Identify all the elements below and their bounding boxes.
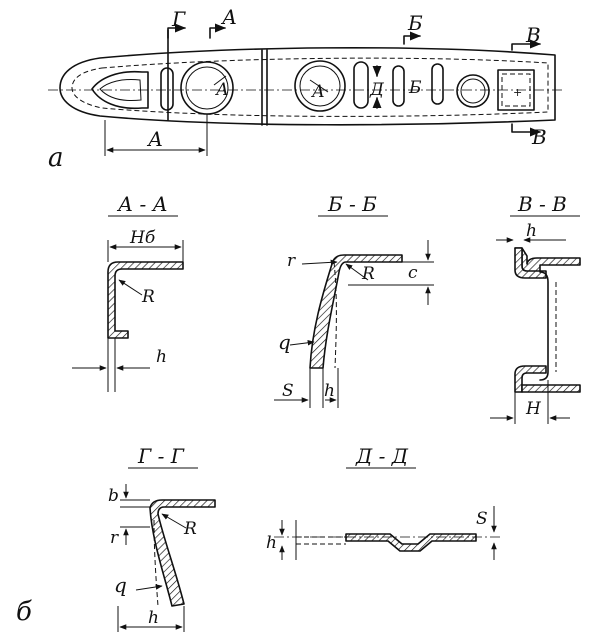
cut-label-g: Г <box>171 7 186 31</box>
section-aa: А - А Нб R h <box>72 192 184 392</box>
section-gg-h: h <box>148 608 159 628</box>
section-gg-r: r <box>110 528 119 548</box>
cut-label-a: А <box>220 5 237 29</box>
section-bb-q: q <box>278 330 291 354</box>
section-vv: В - В h H <box>490 192 581 424</box>
section-vv-H: H <box>525 399 542 419</box>
section-gg-q: q <box>114 573 127 597</box>
cut-label-v-bottom: В <box>531 125 547 149</box>
section-dd-h: h <box>266 533 277 553</box>
rib-plan-view: + Г А Б В В А А Д Б А а <box>48 5 565 173</box>
section-bb-s: S <box>282 381 294 401</box>
slot <box>160 67 174 111</box>
section-gg: Г - Г b r R q h <box>108 444 216 632</box>
section-gg-radius: R <box>183 519 197 539</box>
section-dd-s: S <box>476 509 488 529</box>
hole-label-d: Д <box>369 80 385 100</box>
part-label-a: а <box>48 143 64 173</box>
section-vv-h: h <box>526 221 537 241</box>
section-bb-radius: R <box>361 264 375 284</box>
section-bb-c: c <box>408 263 418 283</box>
rib-outline <box>59 46 556 126</box>
part-label-b: б <box>16 597 32 627</box>
section-dd: Д - Д h S <box>266 444 500 560</box>
section-aa-thickness: h <box>156 347 167 367</box>
rib-flange-dashed <box>71 57 549 117</box>
cut-label-b: Б <box>407 11 423 35</box>
section-aa-title: А - А <box>116 192 168 216</box>
cut-label-v: В <box>525 23 541 47</box>
section-vv-title: В - В <box>517 192 567 216</box>
hole-label-a2: А <box>311 82 325 102</box>
section-bb: Б - Б r R c q S h <box>274 192 434 408</box>
slot-label-b: Б <box>408 78 422 98</box>
section-gg-title: Г - Г <box>137 444 185 468</box>
hole-small <box>456 74 490 108</box>
section-bb-r: r <box>287 251 296 271</box>
section-bb-title: Б - Б <box>327 192 377 216</box>
section-gg-b: b <box>108 486 119 506</box>
hole-label-a: А <box>215 80 229 100</box>
svg-text:+: + <box>513 86 522 99</box>
section-bb-h: h <box>324 381 335 401</box>
dimension-a-label: А <box>146 127 163 151</box>
section-dd-title: Д - Д <box>355 444 409 468</box>
section-aa-dim-hb: Нб <box>129 228 156 248</box>
nose-hole <box>91 70 149 110</box>
hole-a2 <box>294 60 346 112</box>
end-fitting <box>497 69 535 111</box>
section-aa-radius: R <box>141 287 155 307</box>
